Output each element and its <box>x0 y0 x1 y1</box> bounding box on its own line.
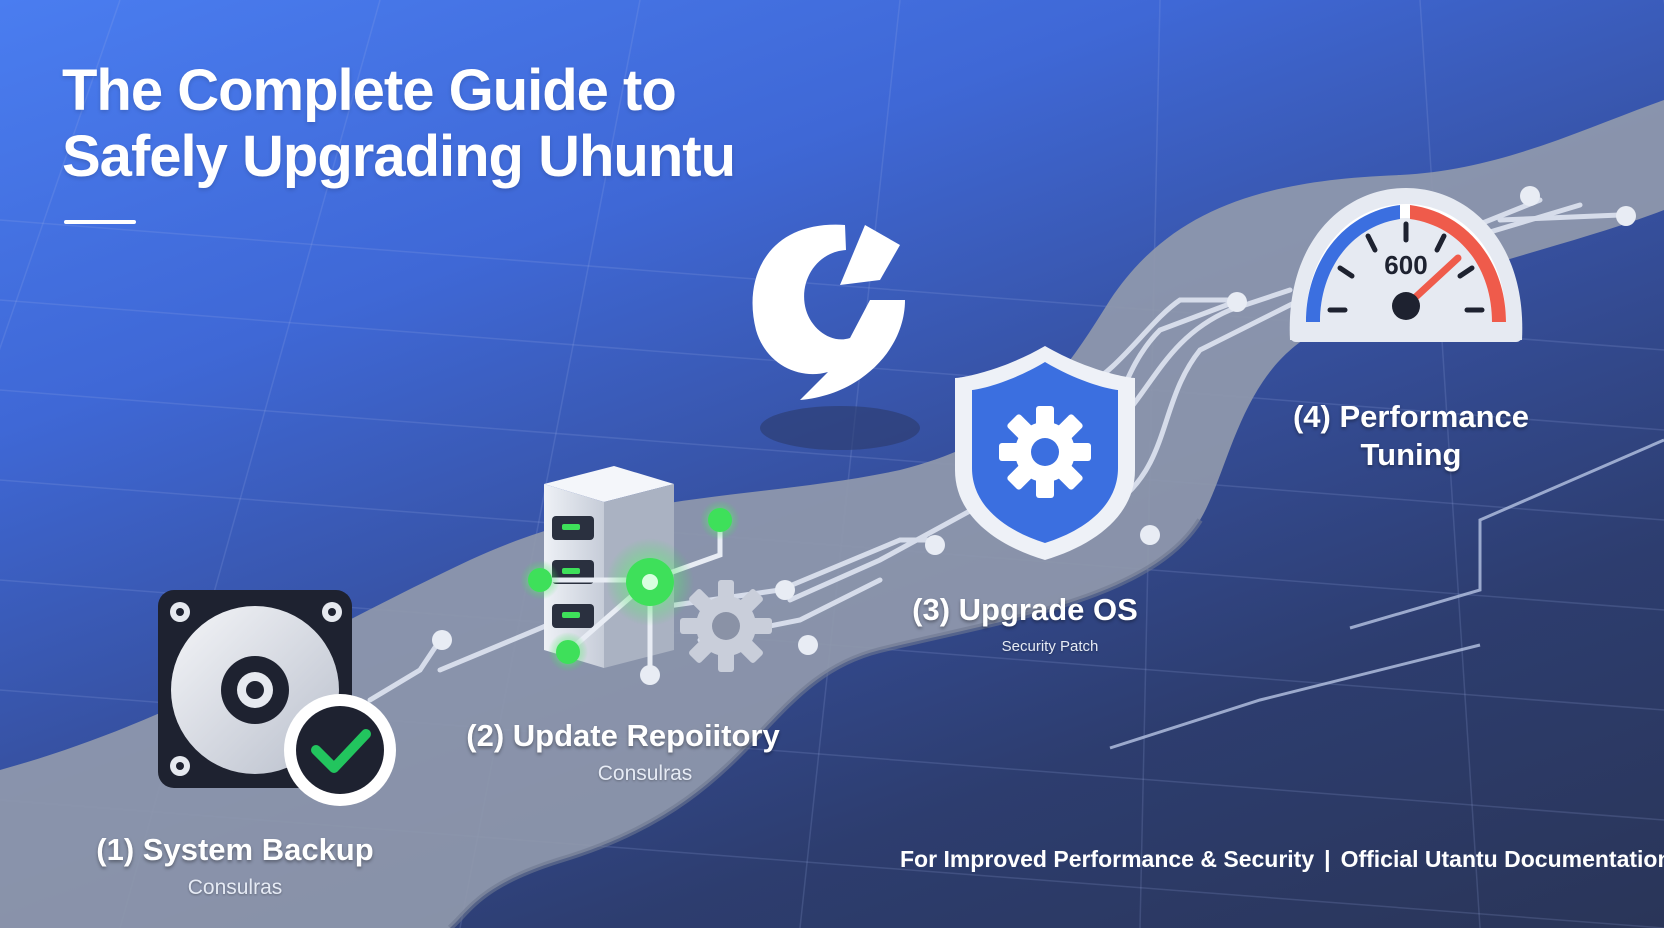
gauge-value: 600 <box>1384 250 1428 280</box>
footer-right: Official Utantu Documentation <box>1340 846 1664 872</box>
step-2-label: (2) Update Repoiitory <box>466 718 780 753</box>
road-path <box>0 100 1664 928</box>
step-4-label: (4) Performance Tuning <box>1266 398 1556 474</box>
step-3-label: (3) Upgrade OS <box>912 592 1138 627</box>
footer-caption: For Improved Performance & Security | Offi… <box>900 846 1664 873</box>
step-1-label: (1) System Backup <box>96 832 374 867</box>
step-2-sub: Consulras <box>597 762 693 785</box>
title-line-2: Safely Upgrading Uhuntu <box>62 124 736 189</box>
lightning-logo-icon <box>752 224 920 450</box>
step-4-label-line-2: Tuning <box>1360 437 1462 472</box>
gear-icon <box>680 580 772 672</box>
speedometer-icon <box>1289 188 1523 342</box>
title-line-1: The Complete Guide to <box>62 58 677 123</box>
accent-lines <box>1109 438 1664 750</box>
step-3-sub: Security Patch <box>1001 638 1099 655</box>
step-4-label-line-1: (4) Performance <box>1292 399 1530 434</box>
shield-gear-icon <box>955 346 1135 560</box>
green-glow-nodes <box>520 500 740 685</box>
page-title: The Complete Guide to Safely Upgrading U… <box>62 58 736 190</box>
footer-left: For Improved Performance & Security <box>900 846 1315 872</box>
checkmark-icon <box>284 694 396 806</box>
step-1-sub: Consulras <box>187 876 283 899</box>
footer-separator: | <box>1324 846 1331 872</box>
title-underline <box>64 220 136 224</box>
